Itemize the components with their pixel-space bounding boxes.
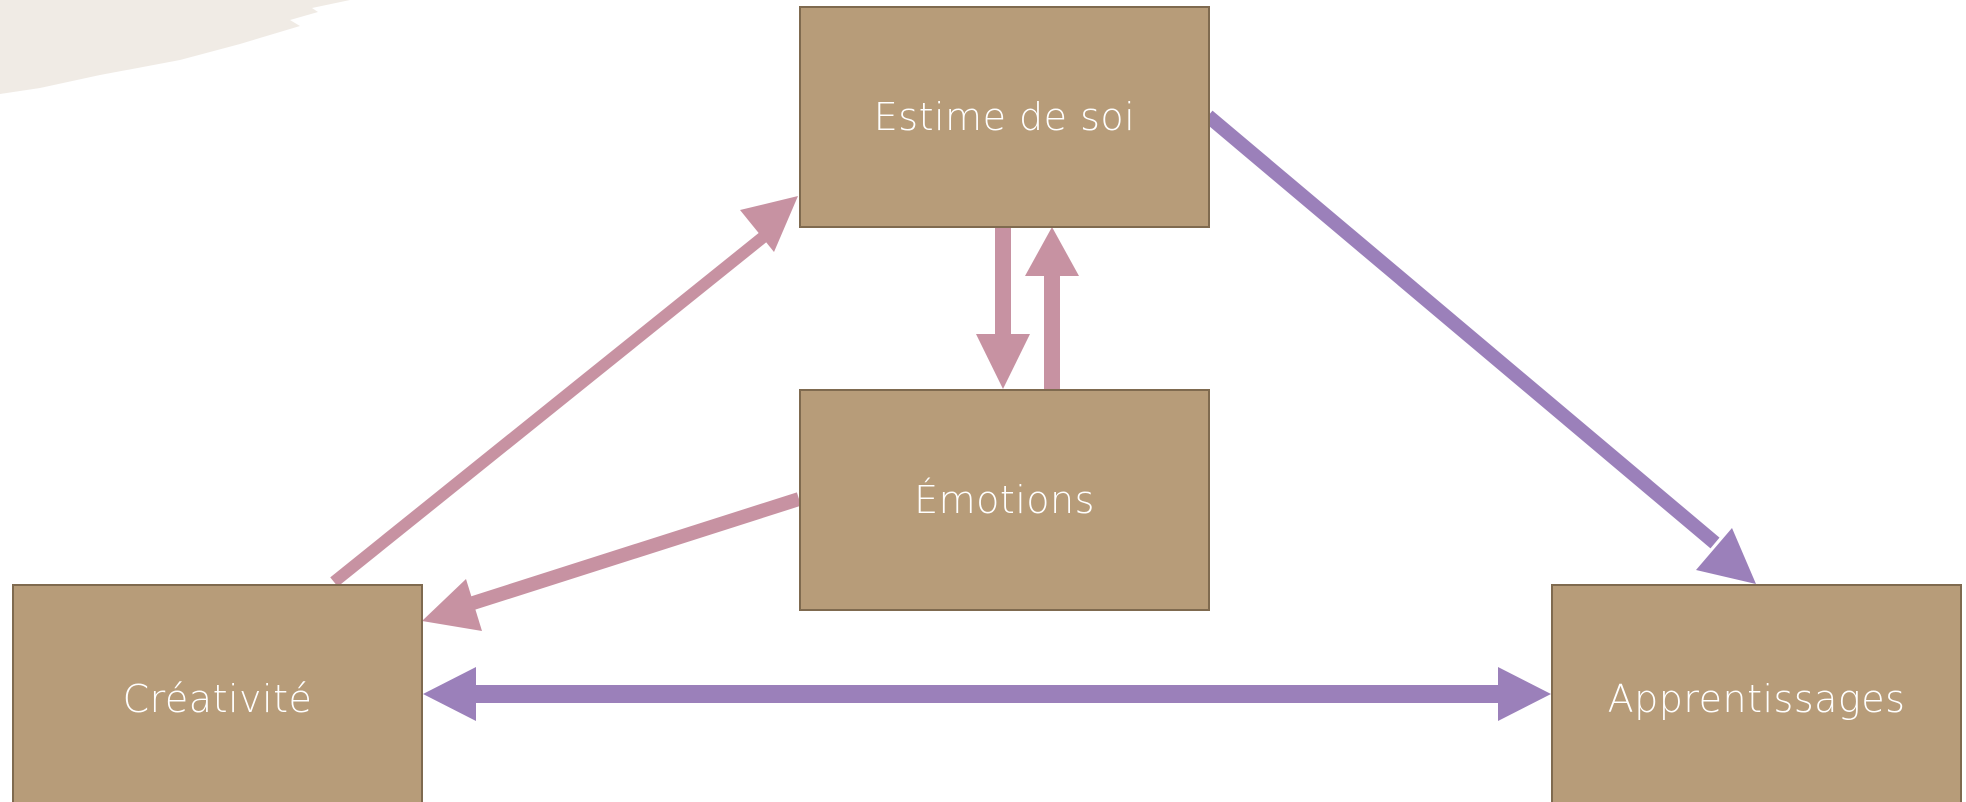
node-label: Émotions	[914, 478, 1095, 522]
node-apprentissages: Apprentissages	[1551, 584, 1962, 802]
node-estime-de-soi: Estime de soi	[799, 6, 1210, 228]
arrow-estime-to-apprentissages	[1203, 110, 1720, 549]
node-emotions: Émotions	[799, 389, 1210, 611]
arrow-creativite-to-estime	[330, 229, 771, 587]
arrowhead-emotions-from-estime	[976, 334, 1030, 389]
arrowhead-apprentissages-from-creativite	[1498, 667, 1551, 721]
arrowhead-estime-from-creativite	[740, 196, 798, 252]
arrowhead-estime-from-emotions	[1025, 227, 1079, 276]
node-label: Créativité	[122, 677, 313, 721]
arrowhead-creativite-from-apprentissages	[423, 667, 476, 721]
node-creativite: Créativité	[12, 584, 423, 802]
node-label: Apprentissages	[1607, 677, 1906, 721]
decorative-brush-stroke	[0, 0, 350, 94]
arrowhead-creativite-from-emotions	[422, 579, 482, 631]
node-label: Estime de soi	[873, 95, 1136, 139]
arrowhead-apprentissages-from-estime	[1696, 528, 1756, 584]
arrow-emotions-to-creativite	[467, 492, 802, 611]
